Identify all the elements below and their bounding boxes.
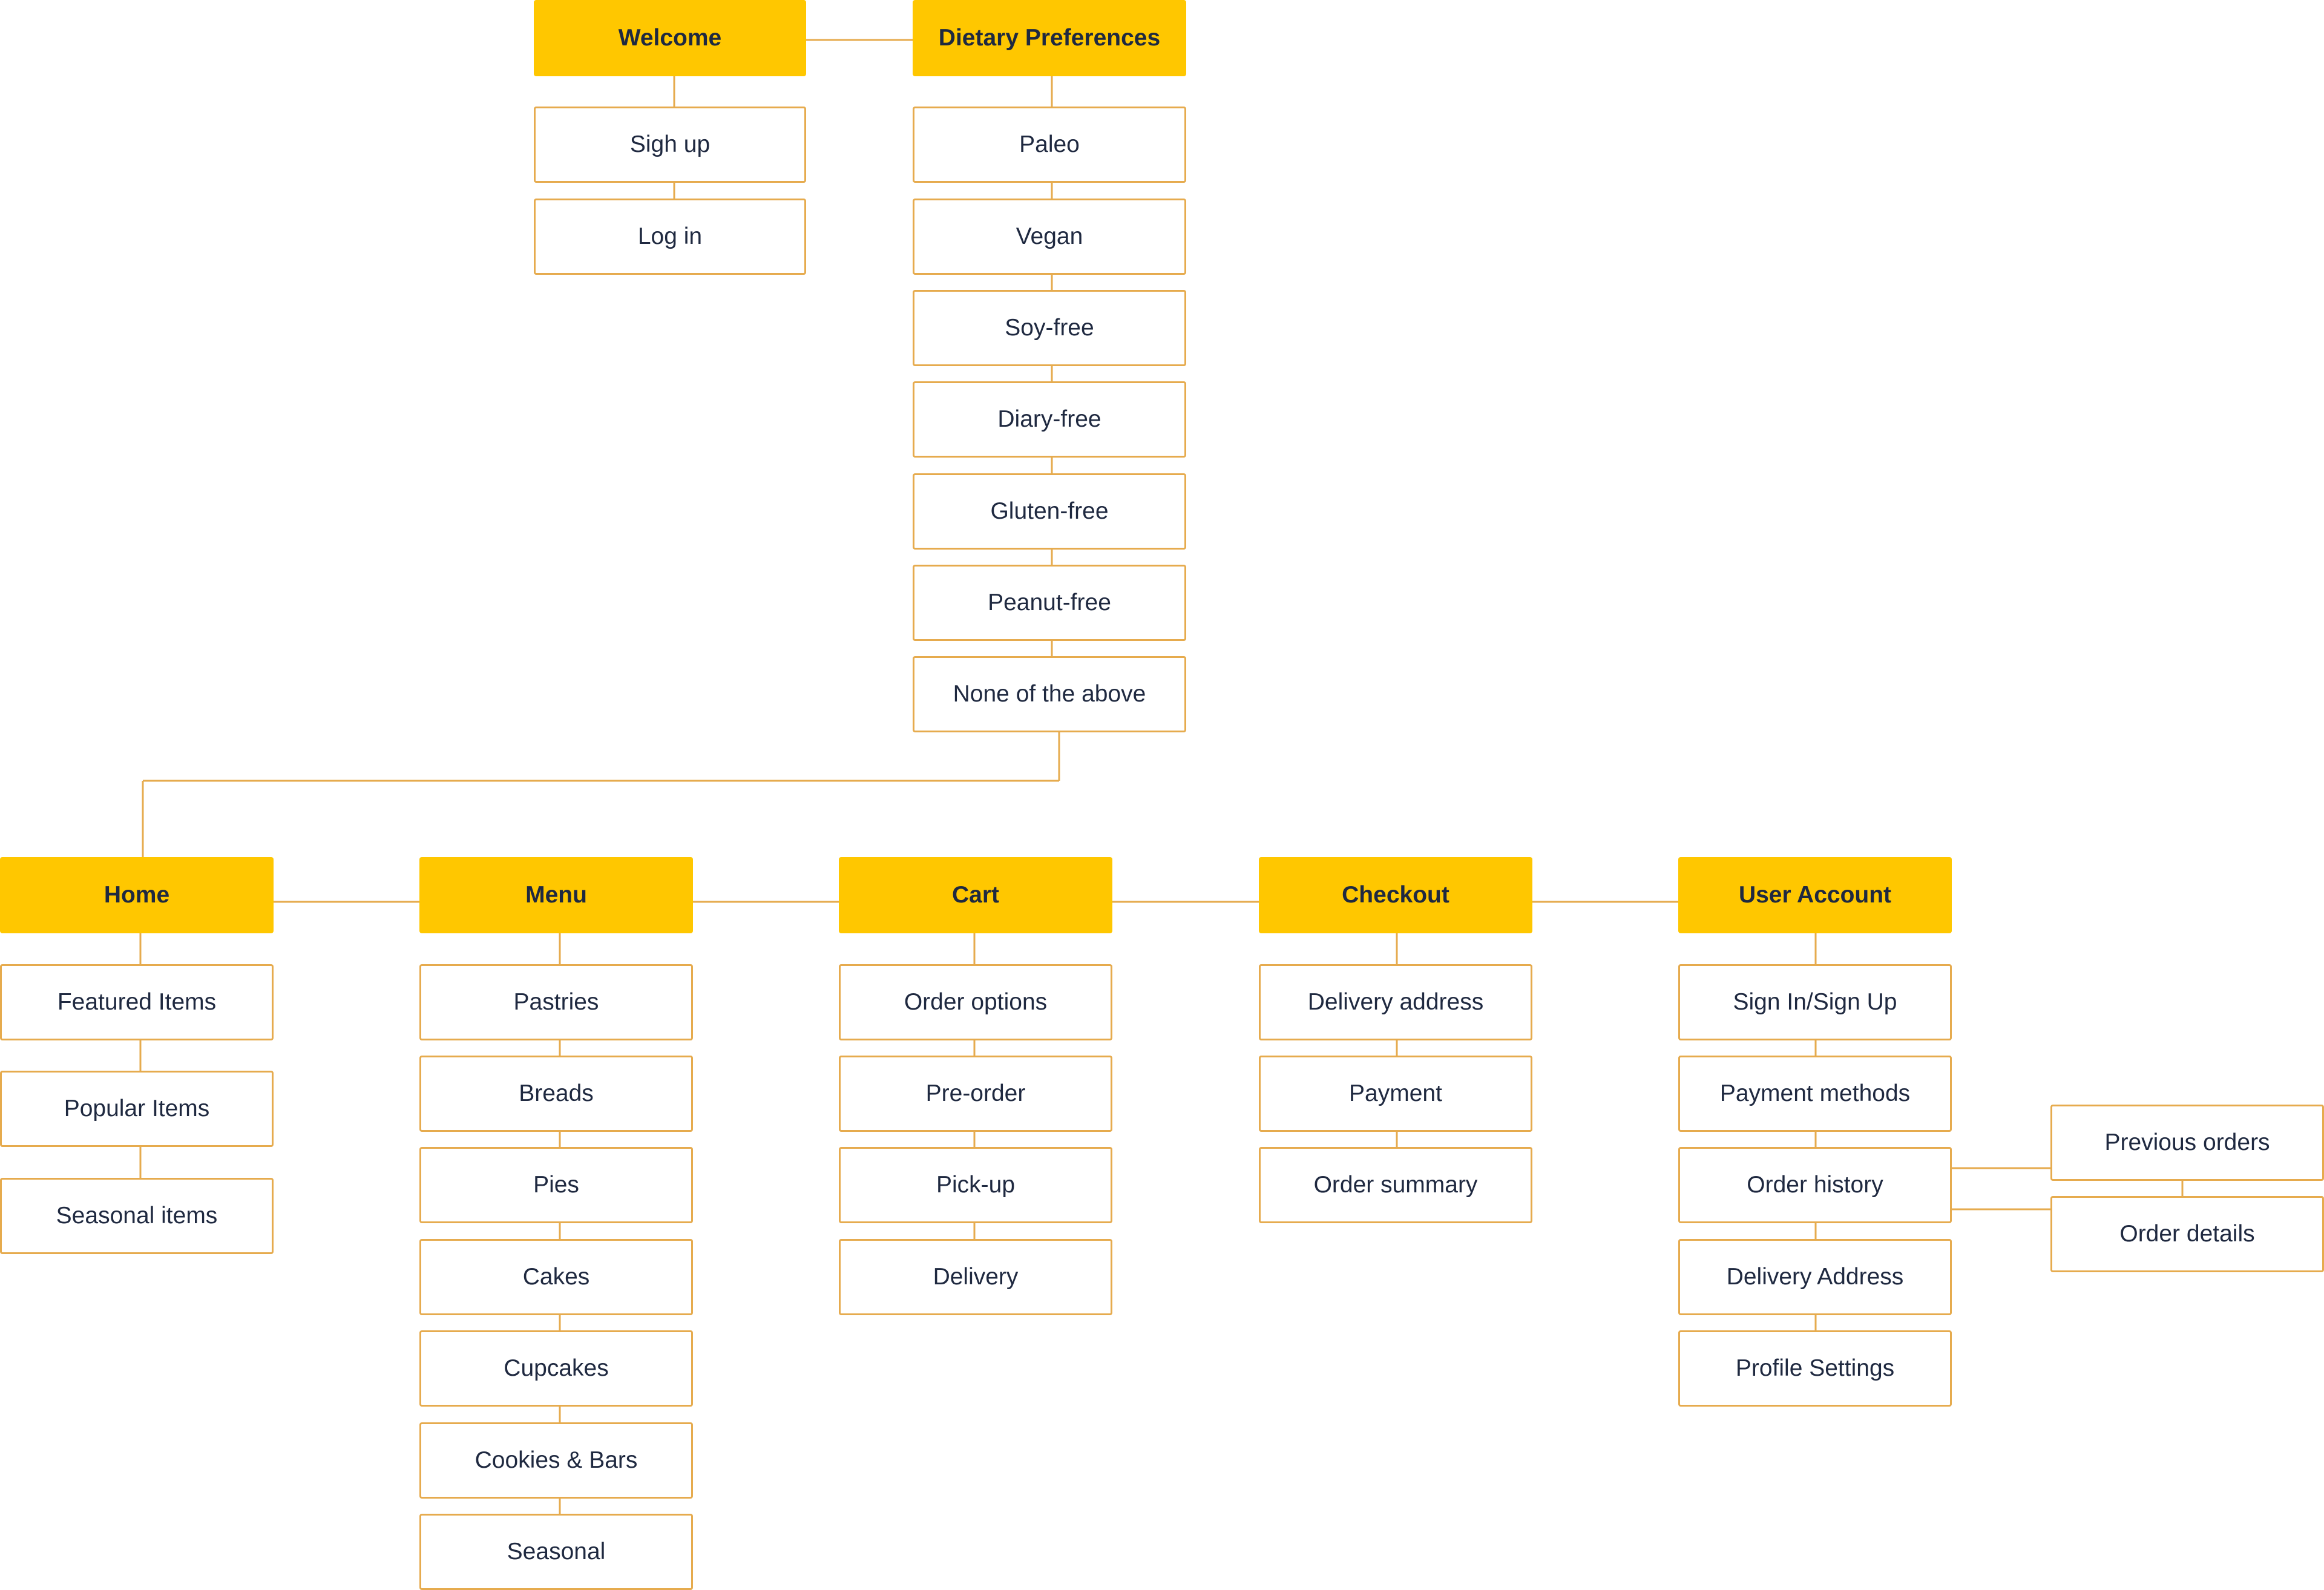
popular-items-node[interactable]: Popular Items bbox=[0, 1071, 274, 1147]
previous-orders-node[interactable]: Previous orders bbox=[2050, 1105, 2324, 1181]
delivery-address-node[interactable]: Delivery address bbox=[1259, 964, 1532, 1040]
profile-settings-node[interactable]: Profile Settings bbox=[1678, 1330, 1952, 1407]
user-account-node[interactable]: User Account bbox=[1678, 857, 1952, 933]
paleo-node[interactable]: Paleo bbox=[913, 107, 1186, 183]
seasonal-node[interactable]: Seasonal bbox=[419, 1514, 693, 1590]
dairy-free-node[interactable]: Diary-free bbox=[913, 381, 1186, 458]
checkout-node[interactable]: Checkout bbox=[1259, 857, 1532, 933]
cart-node[interactable]: Cart bbox=[839, 857, 1112, 933]
sign-up-node[interactable]: Sigh up bbox=[534, 107, 806, 183]
menu-node[interactable]: Menu bbox=[419, 857, 693, 933]
pick-up-node[interactable]: Pick-up bbox=[839, 1147, 1112, 1223]
pre-order-node[interactable]: Pre-order bbox=[839, 1056, 1112, 1132]
pastries-node[interactable]: Pastries bbox=[419, 964, 693, 1040]
order-summary-node[interactable]: Order summary bbox=[1259, 1147, 1532, 1223]
order-details-node[interactable]: Order details bbox=[2050, 1196, 2324, 1272]
dietary-preferences-node[interactable]: Dietary Preferences bbox=[913, 0, 1186, 76]
cookies-bars-node[interactable]: Cookies & Bars bbox=[419, 1422, 693, 1499]
home-node[interactable]: Home bbox=[0, 857, 274, 933]
gluten-free-node[interactable]: Gluten-free bbox=[913, 473, 1186, 550]
cupcakes-node[interactable]: Cupcakes bbox=[419, 1330, 693, 1407]
log-in-node[interactable]: Log in bbox=[534, 199, 806, 275]
sign-in-sign-up-node[interactable]: Sign In/Sign Up bbox=[1678, 964, 1952, 1040]
payment-methods-node[interactable]: Payment methods bbox=[1678, 1056, 1952, 1132]
peanut-free-node[interactable]: Peanut-free bbox=[913, 565, 1186, 641]
account-delivery-address-node[interactable]: Delivery Address bbox=[1678, 1239, 1952, 1315]
cakes-node[interactable]: Cakes bbox=[419, 1239, 693, 1315]
none-of-the-above-node[interactable]: None of the above bbox=[913, 656, 1186, 732]
breads-node[interactable]: Breads bbox=[419, 1056, 693, 1132]
featured-items-node[interactable]: Featured Items bbox=[0, 964, 274, 1040]
welcome-node[interactable]: Welcome bbox=[534, 0, 806, 76]
vegan-node[interactable]: Vegan bbox=[913, 199, 1186, 275]
soy-free-node[interactable]: Soy-free bbox=[913, 290, 1186, 366]
seasonal-items-node[interactable]: Seasonal items bbox=[0, 1178, 274, 1254]
pies-node[interactable]: Pies bbox=[419, 1147, 693, 1223]
payment-node[interactable]: Payment bbox=[1259, 1056, 1532, 1132]
order-options-node[interactable]: Order options bbox=[839, 964, 1112, 1040]
order-history-node[interactable]: Order history bbox=[1678, 1147, 1952, 1223]
delivery-node[interactable]: Delivery bbox=[839, 1239, 1112, 1315]
